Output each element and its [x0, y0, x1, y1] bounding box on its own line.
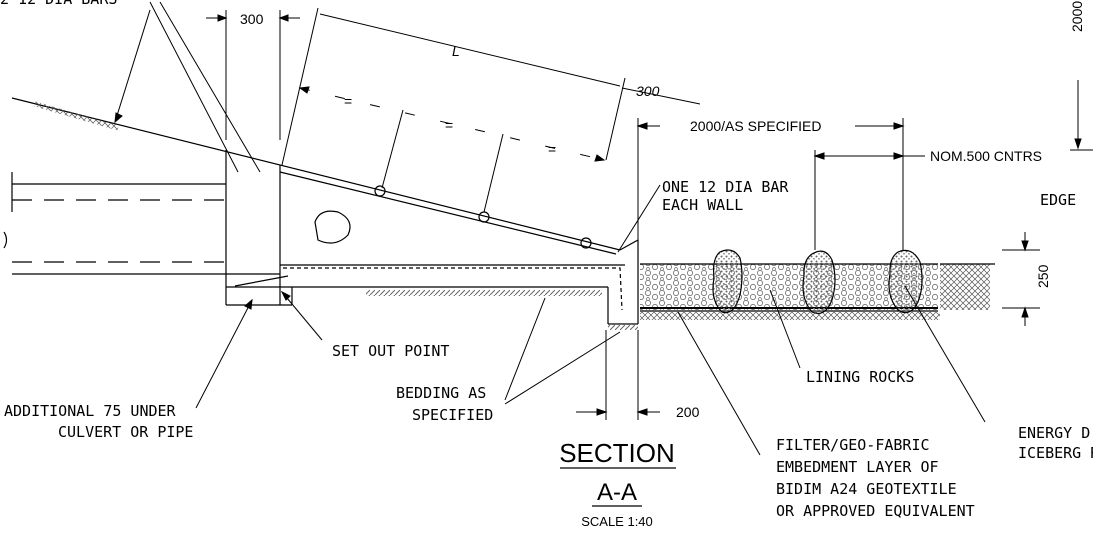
- filter-line-4: OR APPROVED EQUIVALENT: [776, 502, 975, 520]
- bars-label: 2 12 DIA BARS: [0, 0, 117, 8]
- section-title: SECTION: [559, 438, 675, 468]
- rock-3: [888, 249, 923, 314]
- dim-2000-vertical: 2000: [1069, 1, 1085, 32]
- filter-line-2: EMBEDMENT LAYER OF: [776, 458, 939, 476]
- energy-line-1: ENERGY D: [1018, 424, 1090, 442]
- bedding-line-2: SPECIFIED: [412, 406, 493, 424]
- one-bar-line-2: EACH WALL: [662, 196, 743, 214]
- dim-nom500: NOM.500 CNTRS: [930, 148, 1042, 164]
- dim-2000-spec: 2000/AS SPECIFIED: [690, 118, 822, 134]
- one-bar-line-1: ONE 12 DIA BAR: [662, 178, 789, 196]
- lining-rocks-label: LINING ROCKS: [806, 368, 914, 386]
- set-out-point-label: SET OUT POINT: [332, 342, 449, 360]
- dim-300-left: 300: [240, 11, 264, 27]
- additional-line-1: ADDITIONAL 75 UNDER: [4, 402, 177, 420]
- culvert-pipe: [3, 172, 226, 275]
- rock-1: [712, 249, 743, 314]
- riprap-lining: [640, 263, 995, 320]
- dim-250: 250: [1035, 264, 1051, 288]
- ground-slope: [11, 97, 621, 251]
- bedding-line-1: BEDDING AS: [396, 384, 486, 402]
- rock-2: [802, 250, 836, 315]
- wing-wall: [234, 171, 639, 325]
- dimensions: [206, 7, 1093, 420]
- filter-line-1: FILTER/GEO-FABRIC: [776, 436, 930, 454]
- leaders: [114, 1, 986, 456]
- bedding-hatch: [366, 290, 602, 296]
- dim-eq-1: =: [344, 93, 352, 109]
- headwall: [225, 150, 293, 306]
- additional-line-2: CULVERT OR PIPE: [58, 423, 193, 441]
- title-block: SECTION A-A SCALE 1:40: [559, 438, 676, 529]
- scale-label: SCALE 1:40: [581, 514, 653, 529]
- dim-200: 200: [676, 404, 700, 420]
- dim-eq-2: =: [445, 117, 453, 133]
- edge-label: EDGE: [1040, 191, 1076, 209]
- dim-eq-3: =: [548, 141, 556, 157]
- dim-L: L: [452, 43, 460, 59]
- energy-line-2: ICEBERG R: [1018, 444, 1093, 462]
- dim-300-right: 300: [636, 83, 660, 99]
- filter-line-3: BIDIM A24 GEOTEXTILE: [776, 480, 957, 498]
- section-id: A-A: [597, 479, 637, 506]
